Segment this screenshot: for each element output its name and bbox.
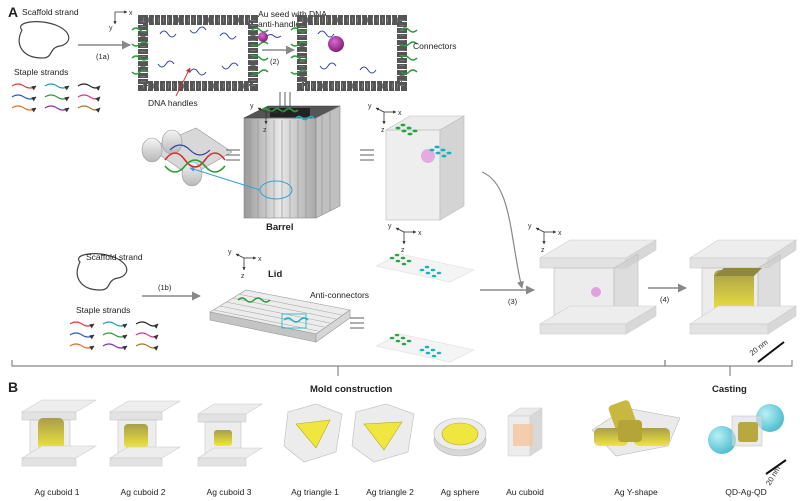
equivalence-bars-left — [226, 149, 240, 161]
barrel-label: Barrel — [266, 222, 293, 233]
dna-handles-pointer — [175, 67, 191, 97]
axis-indicator-barrel — [257, 107, 279, 125]
axis-x-plates: x — [418, 230, 422, 237]
axis-y-barrel: y — [250, 103, 254, 110]
axis-indicator-assembly — [535, 227, 557, 245]
product-qd-ag-qd — [708, 404, 784, 454]
anti-handle-strand — [266, 34, 282, 38]
lid-plate-bottom — [375, 333, 475, 363]
step-1b-label: (1b) — [158, 283, 172, 292]
axis-y-plates: y — [388, 223, 392, 230]
axis-indicator-box — [375, 107, 397, 125]
helix-bundle-illustration — [141, 127, 233, 187]
staple-strands-top — [11, 83, 101, 113]
au-seed-label: Au seed with DNA anti-handle — [258, 9, 329, 29]
barrel-to-assembly-arrow — [481, 171, 524, 289]
axis-z-plates: z — [401, 247, 405, 254]
origami-ring-with-seed — [290, 15, 418, 91]
caption-ag-cuboid-3: Ag cuboid 3 — [207, 487, 252, 497]
casting-brace — [664, 360, 793, 367]
scale-bar-b — [765, 459, 787, 475]
connectors-label: Connectors — [413, 41, 456, 51]
axis-y-assembly: y — [528, 223, 532, 230]
step-3-label: (3) — [508, 297, 518, 306]
casted-mold — [688, 239, 798, 335]
axis-z-box: z — [381, 127, 385, 134]
barrel-structure — [243, 105, 341, 219]
axis-y-box: y — [368, 103, 372, 110]
axis-x-top: x — [129, 10, 133, 17]
scale-bar-a — [757, 341, 785, 363]
mold-construction-label: Mold construction — [310, 384, 393, 395]
product-ag-cuboid-1 — [20, 399, 98, 467]
product-au-cuboid — [507, 407, 543, 457]
staple-strands-bottom — [69, 321, 159, 351]
panel-label-b: B — [8, 379, 18, 395]
axis-z-lid: z — [241, 273, 245, 280]
caption-au-cuboid: Au cuboid — [506, 487, 544, 497]
axis-x-lid: x — [258, 256, 262, 263]
origami-ring-with-handles — [131, 15, 269, 91]
anti-connectors-label: Anti-connectors — [310, 290, 369, 300]
au-seed-label-line1: Au seed with DNA — [258, 9, 327, 19]
axis-y-lid: y — [228, 249, 232, 256]
scaffold-strand-bottom-label: Scaffold strand — [86, 252, 143, 262]
axis-x-barrel: x — [280, 110, 284, 117]
casting-label: Casting — [712, 384, 747, 395]
caption-ag-cuboid-1: Ag cuboid 1 — [35, 487, 80, 497]
product-ag-triangle-1 — [283, 403, 343, 463]
product-ag-sphere — [433, 417, 487, 457]
product-ag-y-shape — [591, 400, 681, 457]
scale-bar-b-label: 20 nm — [764, 464, 782, 487]
caption-ag-y-shape: Ag Y-shape — [614, 487, 658, 497]
axis-x-assembly: x — [558, 230, 562, 237]
axis-y-top: y — [109, 25, 113, 32]
caption-ag-triangle-1: Ag triangle 1 — [291, 487, 339, 497]
au-seed-label-line2: anti-handle — [258, 19, 300, 29]
lid-plate-top — [375, 253, 475, 283]
equivalence-bars-vertical — [279, 92, 291, 106]
scaffold-strand-loop-top — [18, 21, 70, 59]
step-4-label: (4) — [660, 295, 670, 304]
product-ag-cuboid-2 — [108, 400, 182, 467]
axis-z-assembly: z — [541, 247, 545, 254]
staple-strands-top-label: Staple strands — [14, 67, 68, 77]
axis-indicator-plates — [395, 227, 417, 245]
axis-indicator-top — [113, 10, 128, 25]
dna-handles-label: DNA handles — [148, 98, 198, 108]
au-seed-particle — [258, 32, 268, 42]
caption-ag-cuboid-2: Ag cuboid 2 — [121, 487, 166, 497]
scaffold-strand-top-label: Scaffold strand — [22, 7, 79, 17]
step-1a-label: (1a) — [96, 52, 110, 61]
equivalence-bars-lid — [350, 317, 364, 329]
staple-strands-bottom-label: Staple strands — [76, 305, 130, 315]
caption-qd-ag-qd: QD-Ag-QD — [725, 487, 767, 497]
panel-label-a: A — [8, 4, 18, 20]
mold-construction-brace — [11, 360, 666, 367]
caption-ag-sphere: Ag sphere — [441, 487, 480, 497]
lid-label: Lid — [268, 269, 282, 280]
axis-indicator-lid — [235, 253, 257, 271]
assembled-mold — [538, 239, 658, 335]
product-ag-triangle-2 — [351, 403, 415, 463]
lid-structure — [209, 289, 351, 343]
caption-ag-triangle-2: Ag triangle 2 — [366, 487, 414, 497]
product-ag-cuboid-3 — [196, 403, 264, 467]
axis-z-barrel: z — [263, 127, 267, 134]
equivalence-bars-right — [360, 149, 374, 161]
axis-x-box: x — [398, 110, 402, 117]
barrel-transparent-box — [384, 115, 466, 221]
barrel-zoom-pointer — [189, 166, 261, 191]
step-2-label: (2) — [270, 57, 280, 66]
scaffold-strand-loop-bottom — [76, 253, 128, 291]
